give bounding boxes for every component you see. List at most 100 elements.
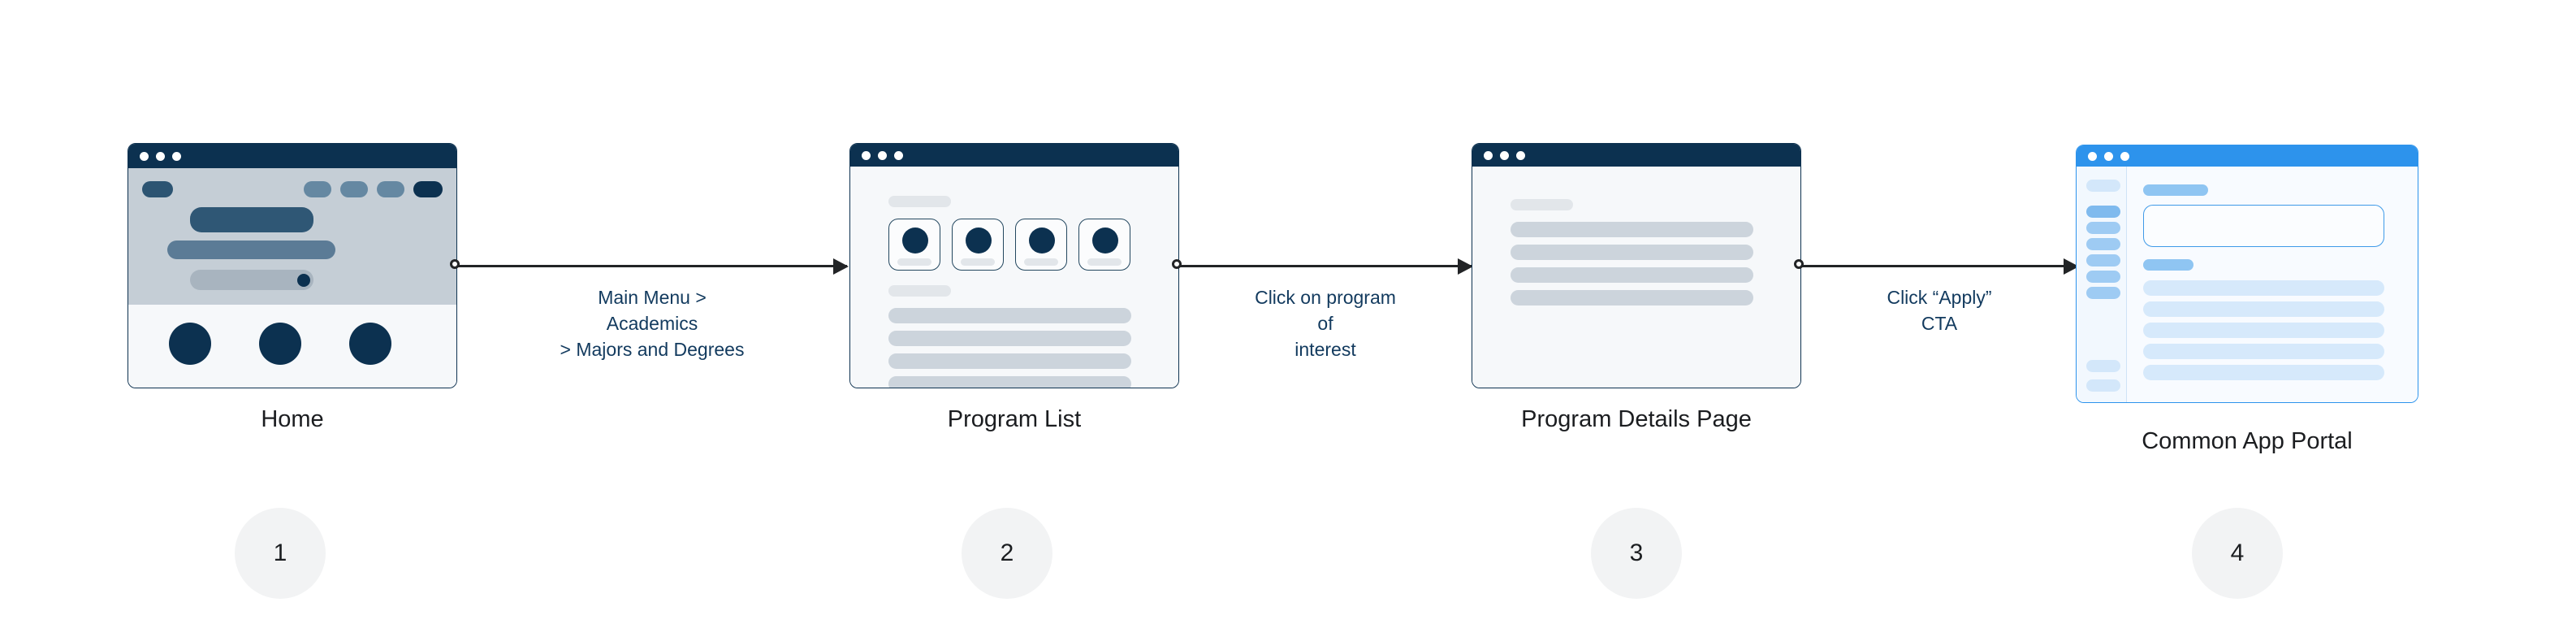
window-dot-minimize-icon	[878, 150, 887, 160]
portal-form-row[interactable]	[2143, 301, 2384, 317]
program-details-heading	[1511, 199, 1573, 210]
program-details-browser-window[interactable]	[1472, 143, 1801, 388]
portal-nav-5[interactable]	[2086, 271, 2120, 283]
home-nav-item-cta[interactable]	[413, 181, 443, 197]
connector-program-list-to-details: Click on program of interest	[1172, 258, 1473, 360]
portal-browser-window[interactable]	[2076, 145, 2418, 403]
program-list-content	[850, 167, 1178, 388]
window-dot-maximize-icon	[172, 151, 181, 161]
home-hero-headline	[190, 207, 313, 232]
home-nav-item-2[interactable]	[340, 181, 368, 197]
program-tile-avatar-2	[966, 228, 992, 254]
step-number-1: 1	[235, 508, 326, 599]
program-tile-avatar-1	[902, 228, 928, 254]
portal-form-row[interactable]	[2143, 344, 2384, 359]
window-dot-minimize-icon	[156, 151, 165, 161]
window-dot-minimize-icon	[2104, 151, 2113, 161]
step-number-2-value: 2	[1000, 540, 1014, 566]
portal-nav-4[interactable]	[2086, 254, 2120, 266]
program-tile-caption-2	[961, 258, 995, 266]
home-hero-search-field[interactable]	[190, 270, 313, 290]
portal-form-row[interactable]	[2143, 365, 2384, 380]
portal-nav-2[interactable]	[2086, 222, 2120, 234]
connector-line	[457, 265, 847, 267]
home-feature-circle-2[interactable]	[259, 323, 301, 365]
home-logo-pill[interactable]	[142, 181, 173, 197]
program-details-row	[1511, 290, 1753, 306]
program-list-row[interactable]	[888, 331, 1131, 346]
program-list-titlebar	[850, 144, 1178, 167]
program-tile-3[interactable]	[1015, 219, 1067, 271]
window-dot-close-icon	[862, 150, 871, 160]
program-tile-caption-3	[1024, 258, 1058, 266]
window-dot-close-icon	[2088, 151, 2097, 161]
program-details-row	[1511, 267, 1753, 283]
portal-form-row[interactable]	[2143, 280, 2384, 296]
home-feature-strip	[128, 305, 456, 388]
home-browser-window[interactable]	[128, 143, 457, 388]
step-number-4: 4	[2192, 508, 2283, 599]
home-hero-section	[128, 168, 456, 305]
program-list-row[interactable]	[888, 376, 1131, 388]
portal-nav-footer-2[interactable]	[2086, 379, 2120, 392]
node-label-program-details: Program Details Page	[1521, 406, 1752, 432]
portal-form-heading	[2143, 184, 2208, 196]
window-dot-maximize-icon	[2120, 151, 2129, 161]
program-tile-4[interactable]	[1078, 219, 1130, 271]
connector-details-to-portal: Click “Apply” CTA	[1794, 258, 2079, 334]
window-dot-close-icon	[140, 151, 149, 161]
connector-label-details-to-portal: Click “Apply” CTA	[1887, 287, 1992, 334]
home-nav-item-3[interactable]	[377, 181, 404, 197]
connector-line	[1801, 265, 2077, 267]
connector-arrowhead-icon	[1458, 258, 1473, 275]
program-tile-1[interactable]	[888, 219, 940, 271]
portal-main-panel	[2127, 167, 2418, 402]
home-feature-circle-3[interactable]	[349, 323, 391, 365]
window-dot-maximize-icon	[1516, 150, 1525, 160]
connector-label-home-to-program-list: Main Menu > Academics > Majors and Degre…	[560, 287, 745, 360]
home-hero-subhead	[167, 240, 335, 259]
window-dot-maximize-icon	[894, 150, 903, 160]
program-tile-avatar-4	[1092, 228, 1118, 254]
connector-arrowhead-icon	[833, 258, 849, 275]
step-number-1-value: 1	[273, 540, 287, 566]
program-list-row[interactable]	[888, 353, 1131, 369]
portal-form-textarea[interactable]	[2143, 205, 2384, 247]
program-details-row	[1511, 245, 1753, 260]
portal-sidebar	[2077, 167, 2127, 402]
connector-arrowhead-icon	[2064, 258, 2079, 275]
connector-start-dot	[450, 258, 460, 269]
portal-nav-6[interactable]	[2086, 287, 2120, 299]
program-tile-2[interactable]	[952, 219, 1004, 271]
home-hero-search-button[interactable]	[297, 274, 310, 287]
node-label-common-app-portal: Common App Portal	[2142, 428, 2353, 454]
step-number-3: 3	[1591, 508, 1682, 599]
node-label-home: Home	[261, 406, 324, 432]
program-list-browser-window[interactable]	[849, 143, 1179, 388]
connector-label-program-list-to-details: Click on program of interest	[1255, 287, 1396, 360]
step-number-4-value: 4	[2230, 540, 2245, 566]
connector-start-dot	[1794, 258, 1804, 269]
program-tile-avatar-3	[1029, 228, 1055, 254]
portal-nav-3[interactable]	[2086, 238, 2120, 250]
connector-start-dot	[1172, 258, 1182, 269]
home-feature-circle-1[interactable]	[169, 323, 211, 365]
home-nav-item-1[interactable]	[304, 181, 331, 197]
program-details-content	[1472, 167, 1800, 388]
portal-nav-top[interactable]	[2086, 180, 2120, 192]
step-number-3-value: 3	[1629, 540, 1644, 566]
portal-form-row[interactable]	[2143, 323, 2384, 338]
portal-nav-footer-1[interactable]	[2086, 360, 2120, 372]
portal-nav-1[interactable]	[2086, 206, 2120, 218]
connector-home-to-program-list: Main Menu > Academics > Majors and Degre…	[450, 258, 849, 360]
program-details-row	[1511, 222, 1753, 237]
step-number-2: 2	[962, 508, 1052, 599]
window-dot-minimize-icon	[1500, 150, 1509, 160]
window-dot-close-icon	[1484, 150, 1493, 160]
connector-line	[1179, 265, 1472, 267]
program-tile-caption-1	[897, 258, 931, 266]
portal-titlebar	[2077, 145, 2418, 167]
program-details-titlebar	[1472, 144, 1800, 167]
program-list-row[interactable]	[888, 308, 1131, 323]
